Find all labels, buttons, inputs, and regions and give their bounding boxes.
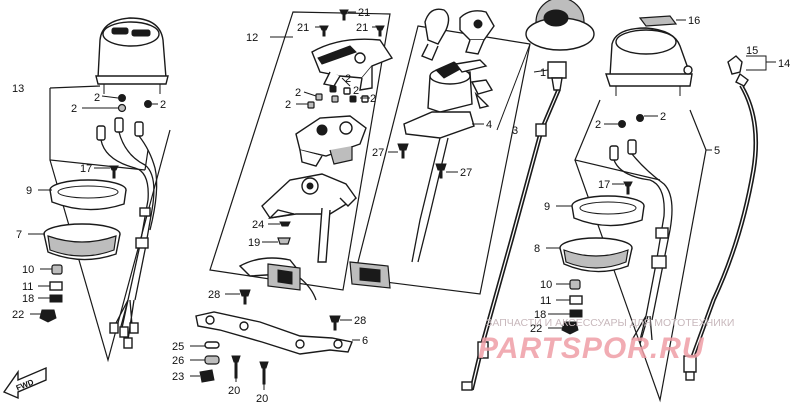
- label-part-2: 2: [285, 99, 291, 111]
- harness-clamp: [238, 257, 317, 301]
- screw-24: [279, 221, 291, 227]
- mount-plate: [195, 311, 353, 355]
- label-part-2: 2: [345, 73, 351, 85]
- watermark-logo: PARTSPOR.RU: [478, 332, 705, 365]
- left-meter-housing: [95, 17, 169, 94]
- left-socket-harness: [96, 117, 158, 349]
- fwd-arrow: [2, 366, 47, 400]
- label-part-11: 11: [540, 295, 551, 307]
- label-part-9: 9: [544, 201, 550, 213]
- label-part-22: 22: [530, 323, 542, 335]
- label-part-2: 2: [295, 87, 301, 99]
- label-part-16: 16: [688, 15, 700, 27]
- bolt-20-left: [231, 355, 241, 379]
- label-part-2: 2: [160, 99, 166, 111]
- right-socket-harness: [609, 139, 673, 345]
- label-part-7: 7: [16, 229, 22, 241]
- label-part-21: 21: [297, 22, 309, 34]
- label-part-4: 4: [486, 119, 492, 131]
- label-part-13: 13: [12, 83, 24, 95]
- right-bezel: [559, 237, 633, 273]
- left-bulb-c: [144, 100, 152, 108]
- label-part-24: 24: [252, 219, 264, 231]
- label-part-19: 19: [248, 237, 260, 249]
- bolt-28-left: [239, 289, 251, 305]
- top-bridge: [295, 115, 367, 167]
- label-part-25: 25: [172, 341, 184, 353]
- tachometer-cable: [683, 55, 776, 381]
- bolt-21-left: [319, 25, 329, 37]
- left-lens: [49, 179, 127, 211]
- label-part-20: 20: [256, 393, 268, 405]
- left-nut: [39, 309, 57, 323]
- left-bezel: [43, 223, 121, 261]
- label-part-15: 15: [746, 45, 758, 57]
- left-screw: [109, 165, 119, 179]
- label-part-20: 20: [228, 385, 240, 397]
- label-part-9: 9: [26, 185, 32, 197]
- label-part-5: 5: [714, 145, 720, 157]
- label-part-18: 18: [22, 293, 34, 305]
- label-part-22: 22: [12, 309, 24, 321]
- label-part-2: 2: [71, 103, 77, 115]
- bolt-28-right: [329, 315, 341, 331]
- label-part-2: 2: [370, 93, 376, 105]
- label-part-27: 27: [460, 167, 472, 179]
- label-part-17: 17: [598, 179, 610, 191]
- steering-stem-group: [190, 9, 394, 390]
- bolt-21-top: [339, 9, 349, 21]
- label-part-8: 8: [534, 243, 540, 255]
- label-part-2: 2: [353, 85, 359, 97]
- label-part-1: 1: [540, 67, 546, 79]
- key-set: [421, 0, 595, 61]
- ignition-switch: [349, 59, 494, 289]
- meter-bracket: [311, 38, 394, 91]
- bolt-20-right: [259, 361, 269, 385]
- label-part-18: 18: [534, 309, 546, 321]
- right-meter-group: [546, 15, 712, 403]
- label-part-14: 14: [778, 58, 790, 70]
- label-part-23: 23: [172, 371, 184, 383]
- watermark: ЗАПЧАСТИ И АКСЕССУАРЫ ДЛЯ МОТОТЕХНИКИ PA…: [478, 317, 734, 365]
- cushion-26: [204, 355, 220, 365]
- label-part-10: 10: [540, 279, 552, 291]
- label-part-2: 2: [94, 92, 100, 104]
- speedometer-cable: [461, 61, 567, 391]
- left-meter-group: [2, 17, 171, 400]
- left-washer: [49, 281, 63, 291]
- label-part-17: 17: [80, 163, 92, 175]
- screw-19: [277, 237, 291, 245]
- label-part-28: 28: [208, 289, 220, 301]
- label-part-12: 12: [246, 32, 258, 44]
- left-grommet: [51, 264, 63, 275]
- label-part-28: 28: [354, 315, 366, 327]
- spacer-25: [204, 341, 220, 349]
- label-part-3: 3: [512, 125, 518, 137]
- left-bulb-a: [118, 94, 126, 102]
- ignition-group: [349, 0, 595, 295]
- label-part-26: 26: [172, 355, 184, 367]
- part-labels: 1 2 2 2 2 2 2 2 2 2 2 3 4 5 6 7 8 9 9 10…: [12, 7, 790, 405]
- right-lens: [571, 195, 645, 227]
- label-part-11: 11: [22, 281, 33, 293]
- label-part-21: 21: [356, 22, 368, 34]
- right-meter-housing: [605, 27, 693, 96]
- bolt-27-right: [435, 163, 447, 179]
- bolt-27-left: [397, 143, 409, 159]
- right-cap: [638, 15, 678, 27]
- label-part-10: 10: [22, 264, 34, 276]
- left-bulb-b: [117, 103, 127, 113]
- label-part-2: 2: [595, 119, 601, 131]
- bolt-21-right: [375, 25, 385, 37]
- label-part-2: 2: [660, 111, 666, 123]
- label-part-27: 27: [372, 147, 384, 159]
- bottom-bridge: [261, 173, 358, 263]
- watermark-caption: ЗАПЧАСТИ И АКСЕССУАРЫ ДЛЯ МОТОТЕХНИКИ: [486, 317, 734, 329]
- nut-23: [199, 369, 215, 383]
- left-collar: [49, 294, 63, 303]
- label-part-6: 6: [362, 335, 368, 347]
- label-part-21: 21: [358, 7, 370, 19]
